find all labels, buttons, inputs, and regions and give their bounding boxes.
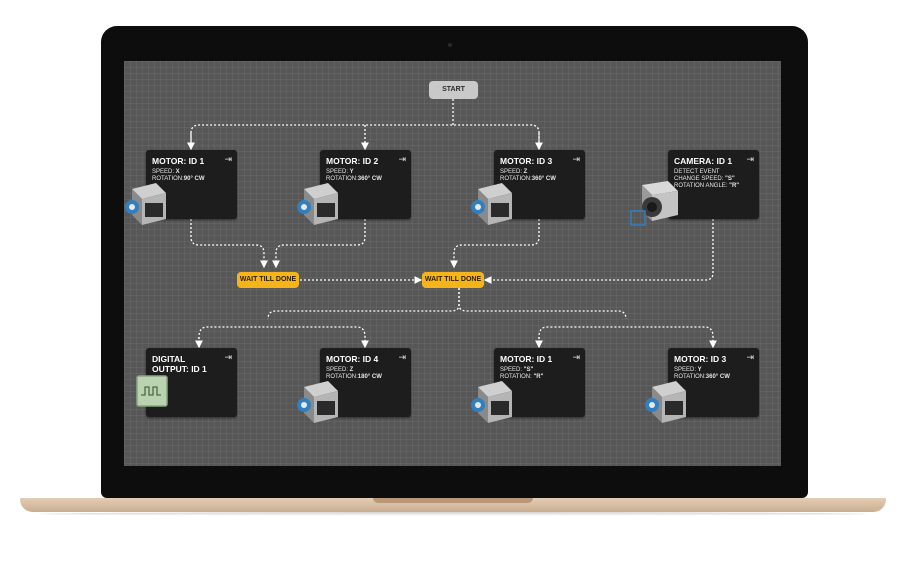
link-wait2-bottom-left bbox=[267, 288, 460, 320]
node-title: MOTOR: ID 2 bbox=[326, 156, 379, 166]
param-label: SPEED: bbox=[326, 367, 349, 373]
param-label: ROTATION: bbox=[326, 176, 358, 182]
param-label: ROTATION: bbox=[674, 374, 706, 380]
node-title: MOTOR: ID 1 bbox=[152, 156, 205, 166]
param-value: Y bbox=[348, 169, 354, 175]
param-value: Z bbox=[348, 367, 354, 373]
node-title: DIGITAL OUTPUT: ID 1 bbox=[152, 354, 207, 374]
exit-arrow-icon[interactable]: ⇥ bbox=[572, 154, 580, 164]
exit-arrow-icon[interactable]: ⇥ bbox=[398, 154, 406, 164]
node-params: SPEED: Y ROTATION:360° CW bbox=[674, 367, 730, 381]
param-label: SPEED: bbox=[500, 169, 523, 175]
stepper-motor-icon bbox=[297, 183, 338, 225]
param-line: DETECT EVENT bbox=[674, 169, 720, 175]
laptop-base-notch bbox=[373, 498, 533, 503]
param-value: 360° CW bbox=[705, 374, 730, 380]
param-value: Y bbox=[696, 367, 702, 373]
node-title: MOTOR: ID 3 bbox=[500, 156, 553, 166]
exit-arrow-icon[interactable]: ⇥ bbox=[224, 154, 232, 164]
node-title: MOTOR: ID 4 bbox=[326, 354, 379, 364]
param-value: Z bbox=[522, 169, 528, 175]
node-params: SPEED: X ROTATION:90° CW bbox=[152, 169, 205, 183]
node-params: SPEED: Z ROTATION:360° CW bbox=[500, 169, 556, 183]
webcam-icon bbox=[448, 43, 452, 47]
param-label: ROTATION: bbox=[152, 176, 184, 182]
node-title: MOTOR: ID 1 bbox=[500, 354, 553, 364]
param-label: ROTATION: bbox=[326, 374, 358, 380]
param-value: 360° CW bbox=[531, 176, 556, 182]
param-label: SPEED: bbox=[674, 367, 697, 373]
node-title: MOTOR: ID 3 bbox=[674, 354, 727, 364]
link-motor1-wait1 bbox=[190, 219, 268, 269]
param-label: SPEED: bbox=[500, 367, 523, 373]
link-bottom-right-branch bbox=[538, 326, 717, 349]
param-value: 360° CW bbox=[357, 176, 382, 182]
node-params: SPEED: Y ROTATION:360° CW bbox=[326, 169, 382, 183]
start-node[interactable]: START bbox=[429, 81, 478, 99]
exit-arrow-icon[interactable]: ⇥ bbox=[572, 352, 580, 362]
param-value: "R" bbox=[531, 374, 544, 380]
link-wait2-bottom-right bbox=[458, 288, 627, 320]
stepper-motor-icon bbox=[125, 183, 166, 225]
link-camera-wait2 bbox=[483, 219, 714, 284]
param-value: 90° CW bbox=[183, 176, 205, 182]
stepper-motor-icon bbox=[471, 183, 512, 225]
param-label: CHANGE SPEED: bbox=[674, 176, 726, 182]
stepper-motor-icon bbox=[297, 381, 338, 423]
link-motor2-wait1 bbox=[272, 219, 366, 269]
stepper-motor-icon bbox=[645, 381, 686, 423]
wait-till-done-node-2[interactable]: WAIT TILL DONE bbox=[422, 272, 484, 288]
node-params: SPEED: Z ROTATION:180° CW bbox=[326, 367, 382, 381]
node-title: CAMERA: ID 1 bbox=[674, 156, 733, 166]
camera-node-id1[interactable]: CAMERA: ID 1 ⇥ DETECT EVENT CHANGE SPEED… bbox=[668, 150, 759, 219]
param-value: X bbox=[174, 169, 180, 175]
digital-output-icon bbox=[136, 375, 168, 407]
link-motor3-wait2 bbox=[450, 219, 540, 269]
laptop-shadow bbox=[40, 512, 866, 516]
node-params: DETECT EVENT CHANGE SPEED: "S" ROTATION … bbox=[674, 169, 739, 190]
exit-arrow-icon[interactable]: ⇥ bbox=[224, 352, 232, 362]
param-label: SPEED: bbox=[326, 169, 349, 175]
exit-arrow-icon[interactable]: ⇥ bbox=[398, 352, 406, 362]
node-params: SPEED: "S" ROTATION: "R" bbox=[500, 367, 543, 381]
motor-node-id3-bottom[interactable]: MOTOR: ID 3 ⇥ SPEED: Y ROTATION:360° CW bbox=[668, 348, 759, 417]
param-label: ROTATION ANGLE: bbox=[674, 183, 730, 189]
wait-till-done-node-1[interactable]: WAIT TILL DONE bbox=[237, 272, 299, 288]
camera-module-icon bbox=[630, 181, 678, 226]
link-bottom-left-do bbox=[198, 326, 369, 349]
param-label: SPEED: bbox=[152, 169, 175, 175]
stepper-motor-icon bbox=[471, 381, 512, 423]
flow-connections bbox=[187, 99, 717, 349]
param-label: ROTATION: bbox=[500, 374, 532, 380]
param-value: "R" bbox=[729, 183, 740, 189]
laptop-base bbox=[20, 498, 886, 512]
param-value: "S" bbox=[522, 367, 534, 373]
param-value: 180° CW bbox=[357, 374, 382, 380]
param-label: ROTATION: bbox=[500, 176, 532, 182]
exit-arrow-icon[interactable]: ⇥ bbox=[746, 352, 754, 362]
flow-canvas[interactable]: START WAIT TILL DONE WAIT TILL DONE MOTO… bbox=[124, 61, 781, 466]
exit-arrow-icon[interactable]: ⇥ bbox=[746, 154, 754, 164]
param-value: "S" bbox=[725, 176, 735, 182]
